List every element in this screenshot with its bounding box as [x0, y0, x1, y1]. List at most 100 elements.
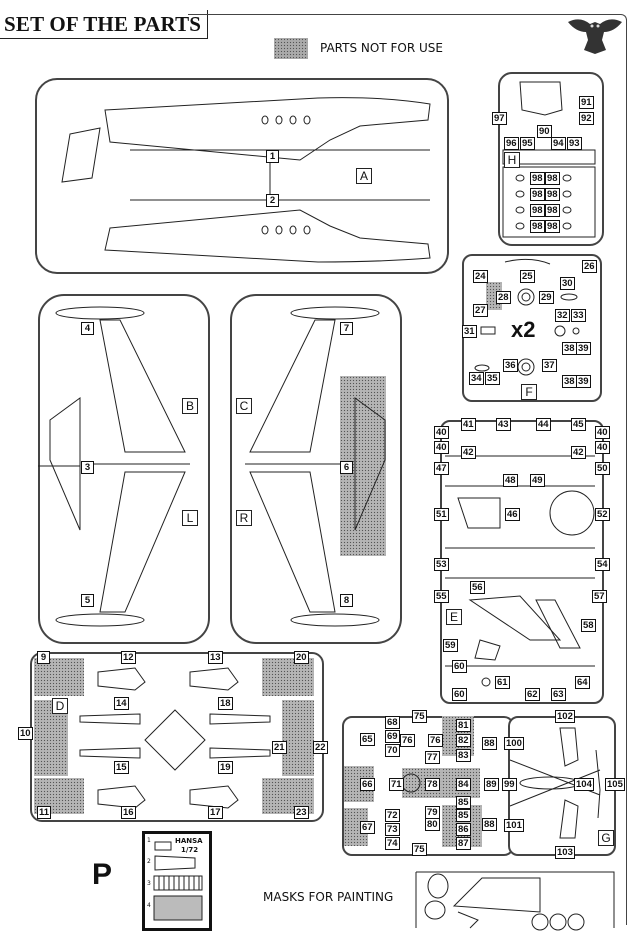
part-number: 83 — [456, 749, 471, 762]
part-number: 8 — [340, 594, 353, 607]
part-number: 63 — [551, 688, 566, 701]
part-number: 96 — [504, 137, 519, 150]
side-letter: L — [182, 510, 198, 526]
photo-etch-label: P — [92, 858, 113, 891]
part-number: 98 — [545, 172, 560, 185]
part-number: 75 — [412, 710, 427, 723]
part-number: 93 — [567, 137, 582, 150]
part-number: 57 — [592, 590, 607, 603]
pe-drawing — [153, 841, 203, 921]
sprue-b — [38, 294, 210, 644]
part-number: 6 — [340, 461, 353, 474]
part-number: 50 — [595, 462, 610, 475]
sprue-letter: F — [521, 384, 537, 400]
part-number: 98 — [530, 188, 545, 201]
part-number: 51 — [434, 508, 449, 521]
part-number: 34 — [469, 372, 484, 385]
part-number: 40 — [595, 426, 610, 439]
pe-brand: HANSA — [175, 837, 203, 845]
part-number: 64 — [575, 676, 590, 689]
part-number: 86 — [456, 823, 471, 836]
part-number: 2 — [266, 194, 279, 207]
part-number: 89 — [484, 778, 499, 791]
part-number: 19 — [218, 761, 233, 774]
part-number: 11 — [37, 806, 52, 819]
part-number: 1 — [266, 150, 279, 163]
not-for-use-area — [262, 658, 314, 696]
part-number: 80 — [425, 818, 440, 831]
part-number: 98 — [530, 204, 545, 217]
part-number: 7 — [340, 322, 353, 335]
part-number: 68 — [385, 716, 400, 729]
part-number: 39 — [576, 342, 591, 355]
not-for-use-area — [402, 768, 442, 798]
part-number: 54 — [595, 558, 610, 571]
part-number: 40 — [595, 441, 610, 454]
page-frame — [188, 14, 627, 925]
part-number: 36 — [503, 359, 518, 372]
part-number: 40 — [434, 441, 449, 454]
part-number: 92 — [579, 112, 594, 125]
pe-row-number: 4 — [147, 902, 151, 909]
part-number: 49 — [530, 474, 545, 487]
owl-icon — [568, 19, 622, 54]
part-number: 98 — [545, 204, 560, 217]
part-number: 17 — [208, 806, 223, 819]
part-number: 22 — [313, 741, 328, 754]
sprue-letter: B — [182, 398, 198, 414]
part-number: 41 — [461, 418, 476, 431]
part-number: 98 — [530, 220, 545, 233]
part-number: 82 — [456, 734, 471, 747]
not-for-use-area — [282, 700, 314, 776]
part-number: 39 — [576, 375, 591, 388]
part-number: 73 — [385, 823, 400, 836]
part-number: 97 — [492, 112, 507, 125]
part-number: 62 — [525, 688, 540, 701]
part-number: 61 — [495, 676, 510, 689]
part-number: 75 — [412, 843, 427, 856]
part-number: 46 — [505, 508, 520, 521]
part-number: 24 — [473, 270, 488, 283]
part-number: 33 — [571, 309, 586, 322]
part-number: 20 — [294, 651, 309, 664]
part-number: 99 — [502, 778, 517, 791]
part-number: 69 — [385, 730, 400, 743]
part-number: 60 — [452, 688, 467, 701]
not-for-use-area — [34, 658, 84, 696]
part-number: 105 — [605, 778, 625, 791]
part-number: 94 — [551, 137, 566, 150]
part-number: 10 — [18, 727, 33, 740]
part-number: 5 — [81, 594, 94, 607]
part-number: 74 — [385, 837, 400, 850]
part-number: 4 — [81, 322, 94, 335]
part-number: 58 — [581, 619, 596, 632]
part-number: 76 — [428, 734, 443, 747]
not-for-use-swatch — [274, 38, 308, 59]
part-number: 95 — [520, 137, 535, 150]
quantity-multiplier: x2 — [511, 317, 536, 342]
part-number: 26 — [582, 260, 597, 273]
part-number: 52 — [595, 508, 610, 521]
part-number: 103 — [555, 846, 575, 859]
part-number: 88 — [482, 737, 497, 750]
part-number: 30 — [560, 277, 575, 290]
part-number: 48 — [503, 474, 518, 487]
part-number: 42 — [461, 446, 476, 459]
part-number: 13 — [208, 651, 223, 664]
sprue-letter: E — [446, 609, 462, 625]
part-number: 55 — [434, 590, 449, 603]
part-number: 14 — [114, 697, 129, 710]
part-number: 59 — [443, 639, 458, 652]
part-number: 16 — [121, 806, 136, 819]
part-number: 45 — [571, 418, 586, 431]
part-number: 70 — [385, 744, 400, 757]
part-number: 98 — [545, 188, 560, 201]
part-number: 28 — [496, 291, 511, 304]
part-number: 29 — [539, 291, 554, 304]
part-number: 35 — [485, 372, 500, 385]
sprue-a — [35, 78, 449, 274]
